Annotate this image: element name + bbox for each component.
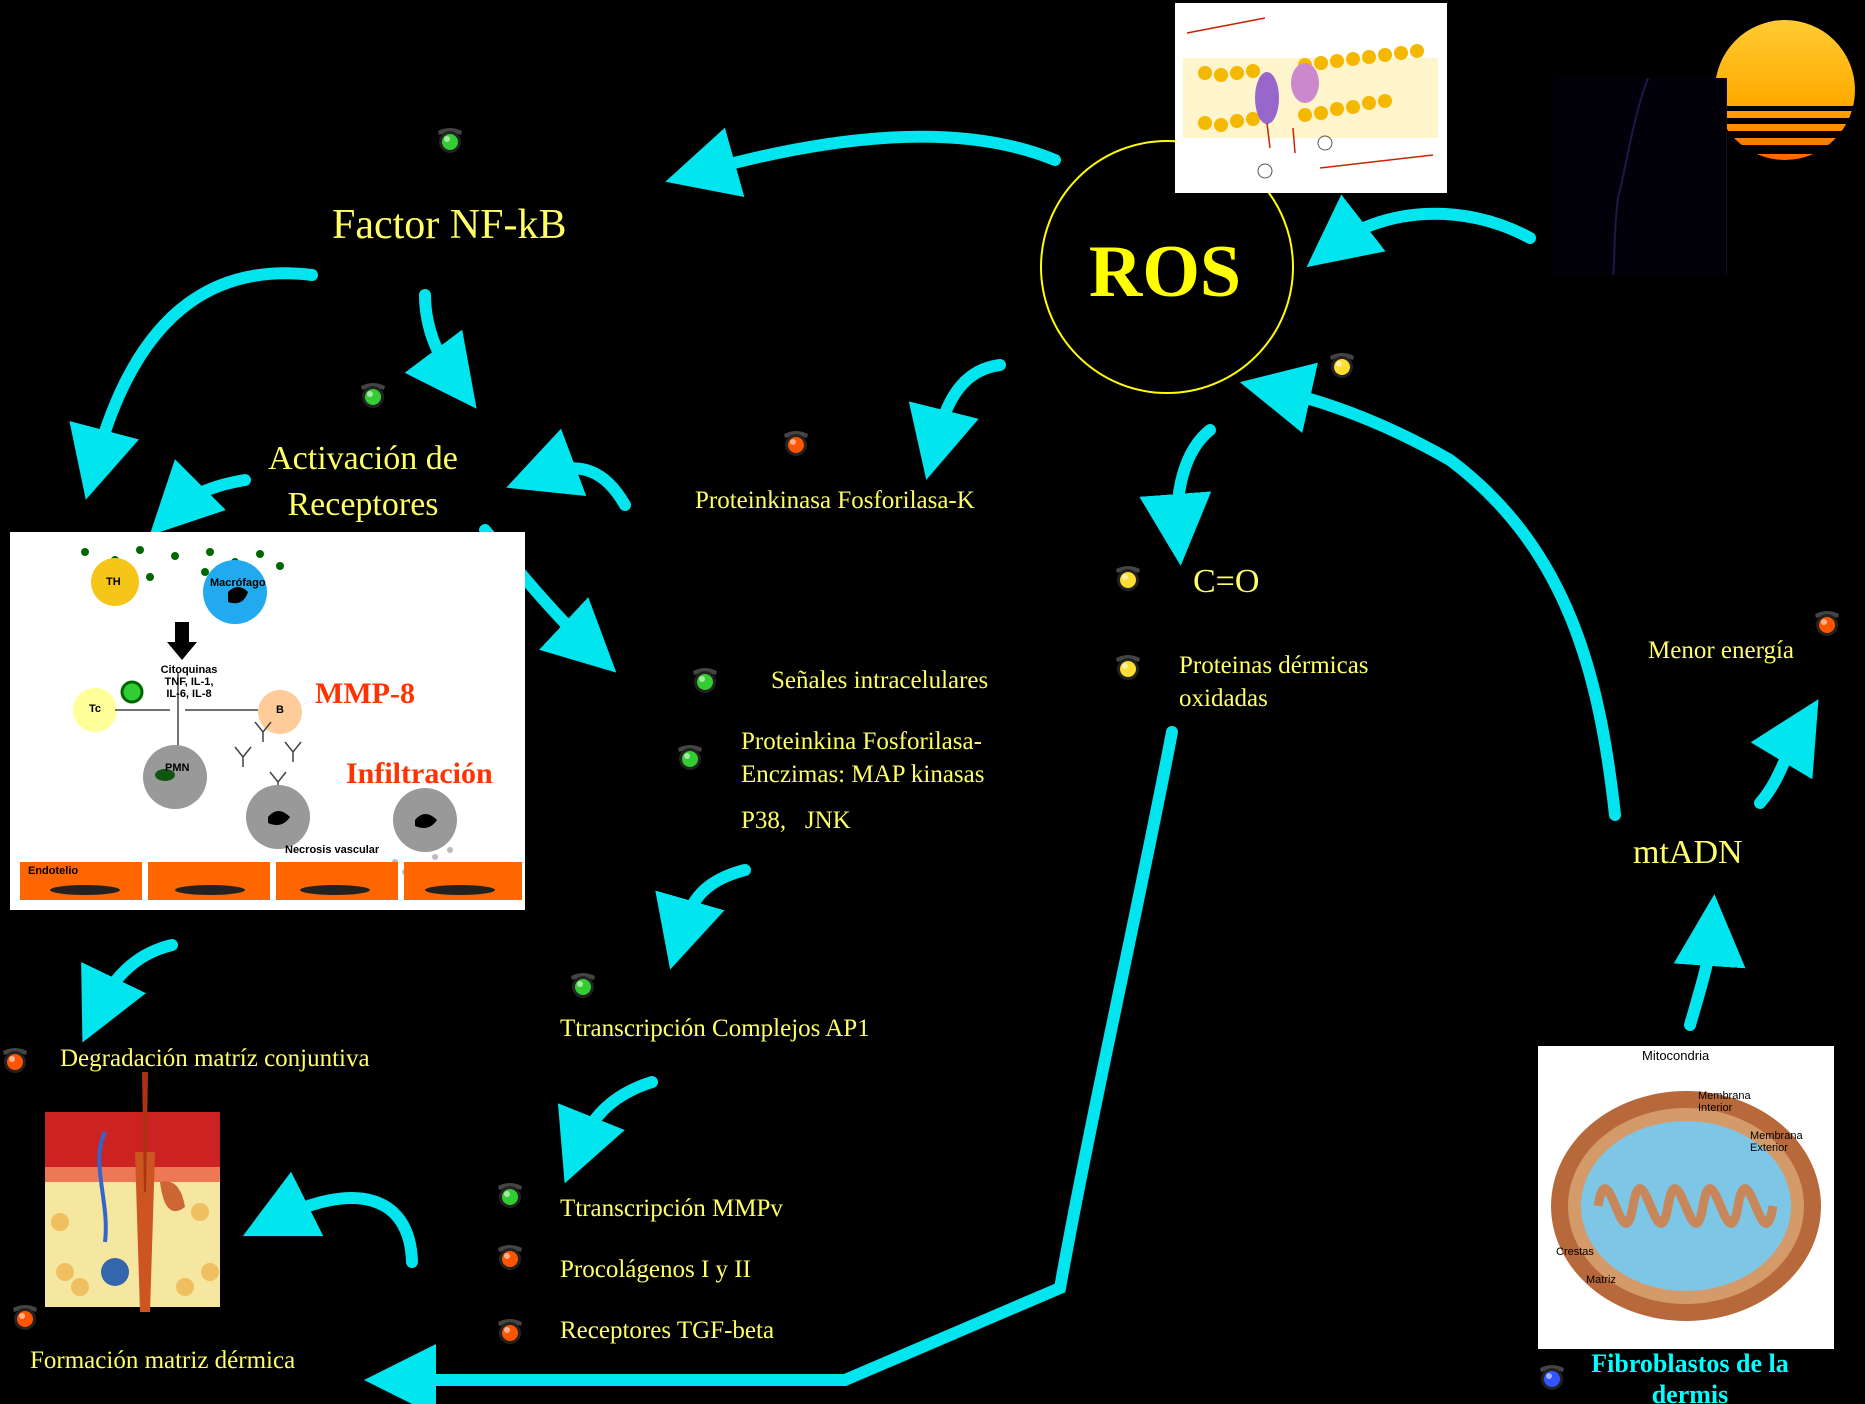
necrosis-label: Necrosis vascular [285, 844, 380, 856]
immune-panel: TH Macrófago Citoquinas TNF, IL-1, IL-6,… [10, 532, 525, 910]
membrane-panel [1175, 3, 1447, 193]
nfkb-label: Factor NF-kB [332, 202, 567, 248]
red-bullet-icon [784, 431, 808, 456]
arrow-map-to-ap1 [655, 864, 751, 970]
ros-circle [1040, 140, 1294, 394]
menor-energia-label: Menor energía [1648, 637, 1795, 664]
activacion-label: Activación de Receptores [268, 440, 458, 523]
arrow-mtadn-to-ros [1239, 362, 1621, 821]
arrow-ros-to-co [1139, 424, 1216, 566]
green-bullet-icon [571, 973, 595, 998]
ros-label: ROS [1088, 231, 1242, 313]
arrow-ap1-to-mmpv [557, 1076, 658, 1184]
blue-bullet-icon [1540, 1365, 1564, 1390]
arrow-sun-to-ros [1306, 194, 1536, 268]
arrow-pk-to-activacion [506, 428, 631, 511]
map-kinasas-label: Proteinkina Fosforilasa-Enczimas: MAP ki… [741, 728, 985, 788]
arrow-ros-to-proteinkinasa [908, 359, 1006, 480]
red-bullet-icon [13, 1305, 37, 1330]
mito-illustration [1551, 1091, 1821, 1321]
membrane-illustration [1183, 17, 1438, 179]
tc-label: Tc [89, 703, 102, 715]
green-bullet-icon [361, 383, 385, 408]
red-bullet-icon [498, 1245, 522, 1270]
macrofago-label: Macrófago [210, 577, 266, 589]
green-bullet-icon [438, 128, 462, 153]
green-bullet-icon [498, 1183, 522, 1208]
arrow-mito-to-mtadn [1673, 894, 1746, 1031]
mito-panel: Mitocondria Membrana Interior Membrana E… [1538, 1046, 1834, 1349]
ap1-label: Ttranscripción Complejos AP1 [560, 1015, 870, 1042]
tgf-label: Receptores TGF-beta [560, 1317, 775, 1344]
arrow-mmpv-to-skin [242, 1171, 418, 1268]
formacion-label: Formación matriz dérmica [30, 1347, 296, 1374]
dark-silhouette-panel [1553, 77, 1727, 276]
green-bullet-icon [678, 745, 702, 770]
endotelio-label: Endotelio [28, 865, 79, 877]
immune-illustration [20, 546, 522, 900]
pmn-label: PMN [165, 762, 190, 774]
red-bullet-icon [3, 1048, 27, 1073]
membrana-interior-label: Membrana Interior [1698, 1090, 1751, 1114]
proteinkinasa-k-label: Proteinkinasa Fosforilasa-K [695, 487, 975, 514]
co-label: C=O [1193, 563, 1260, 600]
procolagenos-label: Procolágenos I y II [560, 1256, 751, 1283]
matriz-label: Matriz [1586, 1274, 1616, 1286]
mmp8-label: MMP-8 [315, 677, 415, 710]
proteinas-oxidadas-label: Proteinas dérmicas oxidadas [1179, 652, 1369, 712]
b-label: B [276, 704, 284, 716]
arrow-panel-to-degradacion [81, 939, 178, 1043]
sun-icon [1700, 20, 1865, 160]
red-bullet-icon [498, 1319, 522, 1344]
skin-illustration [20, 1072, 225, 1312]
crestas-label: Crestas [1556, 1246, 1594, 1258]
arrow-nfkb-to-activacion [404, 289, 477, 409]
citoquinas-label: Citoquinas TNF, IL-1, IL-6, IL-8 [160, 664, 218, 700]
yellow-bullet-icon [1116, 566, 1140, 591]
mmpv-label: Ttranscripción MMPv [560, 1195, 783, 1222]
yellow-bullet-icon [1330, 353, 1354, 378]
fibroblastos-label: Fibroblastos de la dermis [1591, 1349, 1789, 1404]
arrow-oxidadas-to-formacion [364, 726, 1178, 1404]
red-bullet-icon [1815, 611, 1839, 636]
infiltracion-label: Infiltración [346, 757, 493, 790]
arrow-ros-to-nfkb [665, 127, 1061, 197]
green-bullet-icon [693, 668, 717, 693]
degradacion-label: Degradación matríz conjuntiva [60, 1045, 370, 1072]
th-label: TH [106, 576, 121, 588]
p38-jnk-label: P38, JNK [741, 807, 851, 834]
arrow-mtadn-to-energia [1750, 699, 1819, 809]
mito-title: Mitocondria [1642, 1048, 1710, 1063]
arrow-to-immune-panel [149, 459, 251, 536]
arrow-nfkb-to-left [69, 267, 318, 500]
mtadn-label: mtADN [1633, 834, 1743, 871]
senales-label: Señales intracelulares [771, 667, 989, 694]
yellow-bullet-icon [1116, 655, 1140, 680]
membrana-exterior-label: Membrana Exterior [1750, 1130, 1803, 1154]
